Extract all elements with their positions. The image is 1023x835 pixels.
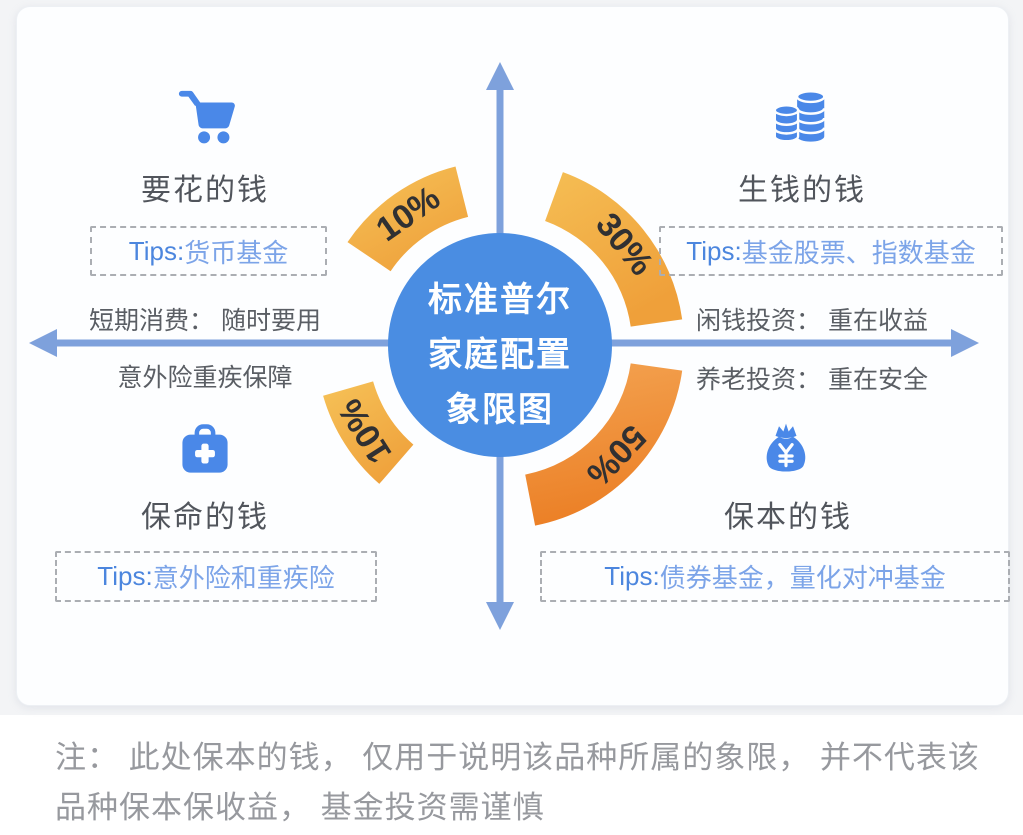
tips-prefix: Tips: — [97, 561, 153, 591]
quadrant-title-bottom-left: 保命的钱 — [141, 501, 269, 534]
shopping-cart-icon — [178, 90, 235, 144]
coins-icon — [773, 90, 826, 143]
axis-note-bottom-left-of-axis: 意外险重疾保障 — [117, 364, 293, 392]
footnote-line2: 品种保本保收益， 基金投资需谨慎 — [55, 790, 545, 825]
center-title: 标准普尔 家庭配置 象限图 — [388, 273, 612, 438]
axis-arrow-up-icon — [486, 62, 514, 90]
axis-arrow-left-icon — [29, 329, 57, 357]
tips-box-top-right: Tips:基金股票、指数基金 — [659, 226, 1003, 276]
footnote-line1: 注： 此处保本的钱， 仅用于说明该品种所属的象限， 并不代表该 — [55, 740, 980, 775]
arc-top-right — [545, 172, 683, 327]
tips-text: 基金股票、指数基金 — [741, 237, 976, 268]
tips-box-bottom-left: Tips:意外险和重疾险 — [55, 551, 377, 602]
arc-bottom-left — [323, 381, 414, 484]
arc-bottom-right — [525, 363, 683, 526]
quadrant-title-top-right: 生钱的钱 — [738, 174, 866, 207]
footnote: 注： 此处保本的钱， 仅用于说明该品种所属的象限， 并不代表该 品种保本保收益，… — [55, 733, 990, 833]
center-circle — [388, 233, 612, 457]
quadrant-title-top-left: 要花的钱 — [141, 174, 269, 207]
center-title-line2: 家庭配置 — [428, 336, 572, 374]
tips-box-bottom-right: Tips:债券基金，量化对冲基金 — [540, 551, 1010, 602]
tips-text: 货币基金 — [184, 237, 289, 268]
tips-prefix: Tips: — [128, 235, 185, 266]
tips-box-top-left: Tips:货币基金 — [90, 226, 327, 276]
axis-note-top-right: 闲钱投资： 重在收益 — [696, 307, 928, 335]
axis-note-bottom-right-of-axis: 养老投资： 重在安全 — [696, 366, 928, 394]
quadrant-title-bottom-right: 保本的钱 — [724, 501, 852, 534]
center-title-line3: 象限图 — [446, 391, 554, 429]
tips-prefix: Tips: — [686, 235, 742, 266]
tips-text: 债券基金，量化对冲基金 — [659, 563, 946, 593]
axis-note-top-left: 短期消费： 随时要用 — [89, 307, 321, 335]
tips-text: 意外险和重疾险 — [152, 563, 335, 593]
center-title-line1: 标准普尔 — [428, 281, 572, 319]
money-bag-icon — [766, 423, 806, 472]
arc-top-left — [347, 166, 469, 272]
first-aid-kit-icon — [182, 424, 228, 473]
tips-prefix: Tips: — [604, 561, 660, 591]
axis-arrow-down-icon — [486, 602, 514, 630]
axis-arrow-right-icon — [951, 329, 979, 357]
